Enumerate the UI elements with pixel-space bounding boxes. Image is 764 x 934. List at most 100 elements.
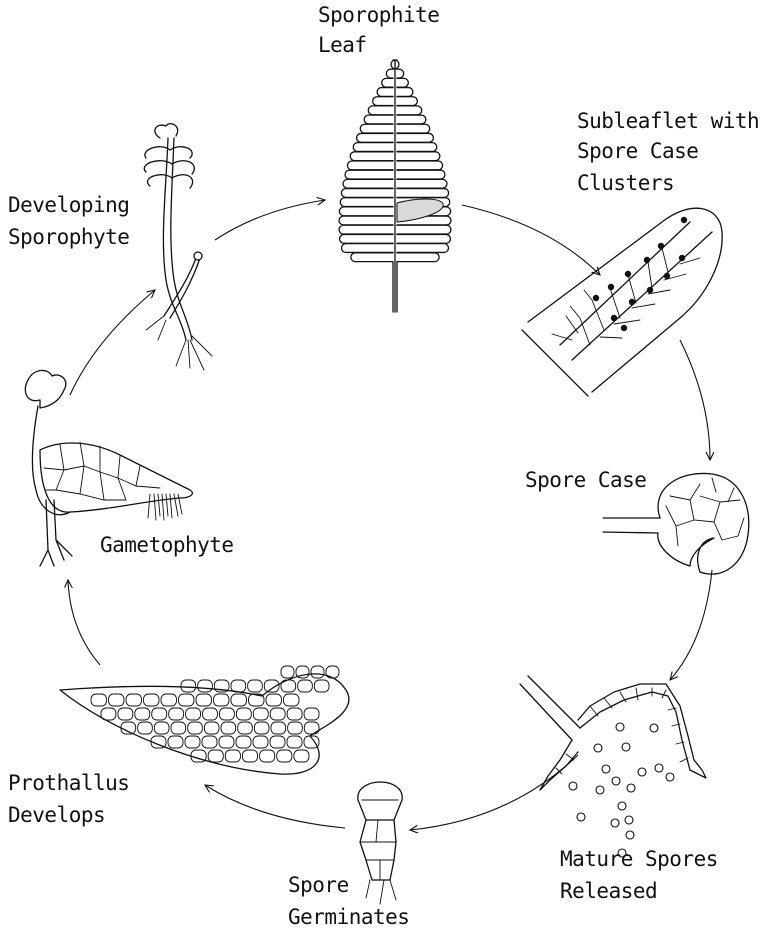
arrow-to-spore-germinates <box>410 755 578 830</box>
prothallus-cell <box>231 694 247 706</box>
label-subleaflet: Subleaflet with Spore Case Clusters <box>577 109 764 195</box>
subleaflet-stem <box>522 330 588 396</box>
released-spores <box>569 723 674 857</box>
label-prothallus: Prothallus Develops <box>8 771 142 827</box>
label-developing-sporophyte: Developing Sporophyte <box>8 193 142 249</box>
prothallus-cell <box>311 666 324 678</box>
prothallus-cell <box>260 750 275 762</box>
label-sporophyte-leaf-line1: Sporophite <box>318 3 439 27</box>
arrow-to-mature-spores <box>670 570 712 680</box>
prothallus-cell <box>126 694 142 706</box>
prothallus-cell <box>277 750 292 762</box>
prothallus-cell <box>154 722 169 734</box>
prothallus-cell <box>271 722 286 734</box>
label-subleaflet-line3: Clusters <box>577 171 674 195</box>
prothallus-cell <box>236 736 251 748</box>
dehisced-annulus <box>540 684 706 790</box>
prothallus-cell <box>304 708 319 720</box>
dehisced-stalk <box>520 676 580 740</box>
gametophyte-roots <box>40 500 72 566</box>
label-developing-sporophyte-line1: Developing <box>8 193 129 217</box>
prothallus-cell <box>270 708 285 720</box>
prothallus-cell <box>219 708 234 720</box>
label-prothallus-line1: Prothallus <box>8 771 129 795</box>
prothallus-cell <box>254 722 269 734</box>
prothallus-cell <box>225 750 240 762</box>
arrow-to-subleaflet <box>462 205 600 275</box>
spore-case-clusters <box>593 217 687 331</box>
prothallus-cell <box>314 680 329 692</box>
label-prothallus-line2: Develops <box>8 803 105 827</box>
developing-sporophyte-illustration <box>144 124 212 370</box>
germinating-filament <box>360 820 396 880</box>
prothallus-cell <box>221 722 236 734</box>
label-spore-germinates-line1: Spore <box>288 873 349 897</box>
label-spore-germinates-line2: Germinates <box>288 905 409 929</box>
gametophyte-leaf <box>25 370 66 408</box>
frond-highlighted-pinna <box>397 199 443 222</box>
label-developing-sporophyte-line2: Sporophyte <box>8 225 129 249</box>
prothallus-cell <box>196 694 212 706</box>
prothallus-cell <box>298 680 313 692</box>
prothallus-cell <box>208 750 223 762</box>
prothallus-cell <box>109 694 125 706</box>
prothallus-cell <box>188 722 203 734</box>
label-mature-spores-line2: Released <box>560 879 657 903</box>
label-subleaflet-line2: Spore Case <box>577 139 698 163</box>
prothallus-cell <box>198 680 213 692</box>
prothallus-cell <box>171 722 186 734</box>
prothallus-cell <box>214 694 230 706</box>
spore-case-stalk <box>603 518 660 533</box>
label-subleaflet-line1: Subleaflet with <box>577 109 759 133</box>
spore-case-cells <box>666 478 744 546</box>
germinating-spore-cap <box>358 782 402 820</box>
prothallus-cell <box>238 722 253 734</box>
prothallus-cell <box>248 680 263 692</box>
label-sporophyte-leaf-line2: Leaf <box>318 33 367 57</box>
prothallus-cell <box>288 722 303 734</box>
prothallus-illustration <box>60 666 349 774</box>
prothallus-cell <box>138 722 153 734</box>
prothallus-cell <box>186 708 201 720</box>
prothallus-cell <box>284 694 300 706</box>
arrow-to-developing-sporophyte <box>70 290 155 395</box>
prothallus-cell <box>169 708 184 720</box>
label-spore-case: Spore Case <box>525 468 646 492</box>
label-sporophyte-leaf: Sporophite Leaf <box>318 3 452 57</box>
prothallus-cell <box>266 694 282 706</box>
prothallus-cell <box>135 708 150 720</box>
prothallus-cell <box>152 708 167 720</box>
mature-spores-illustration <box>520 676 706 857</box>
prothallus-cell <box>179 694 195 706</box>
prothallus-cell <box>204 722 219 734</box>
young-frond-leaves <box>144 124 194 188</box>
sporophyte-leaf-illustration <box>339 60 451 312</box>
prothallus-cell <box>168 736 183 748</box>
prothallus-cell <box>91 694 107 706</box>
arrow-to-sporophyte-leaf <box>215 200 325 240</box>
label-spore-case-line1: Spore Case <box>525 468 646 492</box>
prothallus-cell <box>253 736 268 748</box>
prothallus-cell <box>236 708 251 720</box>
label-mature-spores-line1: Mature Spores <box>560 847 718 871</box>
prothallus-cell <box>287 736 302 748</box>
prothallus-cell <box>144 694 160 706</box>
prothallus-cell <box>231 680 246 692</box>
prothallus-cell <box>281 666 294 678</box>
spore-case-body <box>658 473 749 574</box>
prothallus-cell <box>219 736 234 748</box>
prothallus-cell <box>242 750 257 762</box>
label-gametophyte-line1: Gametophyte <box>100 533 234 557</box>
prothallus-cell <box>118 708 133 720</box>
arrow-to-prothallus <box>205 785 345 828</box>
prothallus-cell <box>203 708 218 720</box>
spore-germinates-illustration <box>358 782 402 904</box>
young-frond-roots <box>146 316 212 370</box>
arrow-to-gametophyte <box>68 580 100 665</box>
prothallus-cell <box>294 750 309 762</box>
prothallus-cell <box>253 708 268 720</box>
arrow-to-spore-case <box>680 340 710 460</box>
prothallus-cell <box>287 708 302 720</box>
label-gametophyte: Gametophyte <box>100 533 234 557</box>
